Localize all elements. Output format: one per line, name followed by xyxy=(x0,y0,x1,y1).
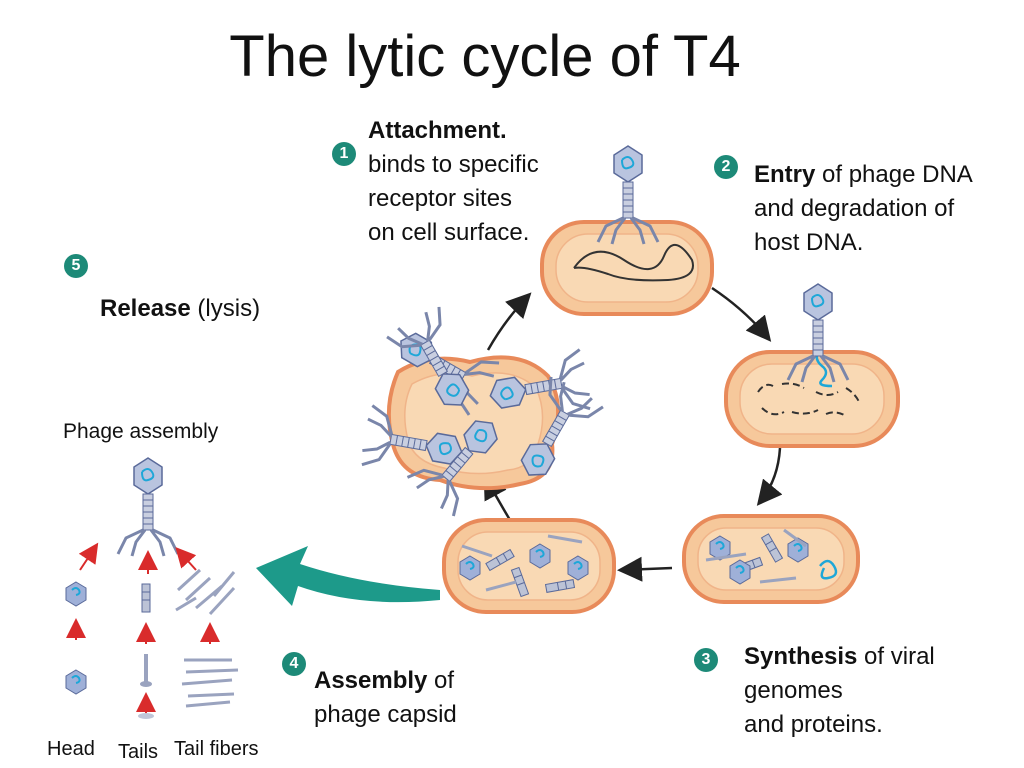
step-3-title-rest: of viral xyxy=(857,643,935,670)
step-1-title: Attachment. xyxy=(368,117,507,144)
step-2-text: Entry of phage DNA and degradation of ho… xyxy=(754,158,973,260)
step-4-title-rest: of xyxy=(427,667,455,694)
page-title: The lytic cycle of T4 xyxy=(229,24,741,89)
step-4-badge: 4 xyxy=(282,652,306,676)
label-tail-fibers: Tail fibers xyxy=(174,738,259,760)
cycle-arrow-3-4 xyxy=(617,556,673,582)
step-3-text: Synthesis of viral genomes and proteins. xyxy=(744,640,935,742)
step-1-line-3: on cell surface. xyxy=(368,219,530,246)
step-3-line-2: and proteins. xyxy=(744,711,883,738)
step-3-line-1: genomes xyxy=(744,677,843,704)
assembly-panel-graphics xyxy=(65,456,239,719)
label-tails: Tails xyxy=(118,741,159,763)
cycle-arrow-2-3 xyxy=(756,447,783,506)
step-2-badge: 2 xyxy=(714,155,738,179)
cell-entry xyxy=(724,282,900,448)
step-3-badge: 3 xyxy=(694,648,718,672)
cell-synthesis xyxy=(682,514,860,604)
big-arrow-to-assembly xyxy=(256,546,440,606)
step-1-line-1: binds to specific xyxy=(368,151,539,178)
step-2-line-1: and degradation of xyxy=(754,195,955,222)
step-4-title: Assembly xyxy=(314,667,428,694)
step-4-line-1: phage capsid xyxy=(314,701,457,728)
step-5-badge: 5 xyxy=(64,254,88,278)
cell-assembly xyxy=(442,518,616,614)
cycle-arrow-1-2 xyxy=(711,286,772,342)
step-4-text: Assembly of phage capsid xyxy=(314,664,457,732)
step-2-title: Entry xyxy=(754,161,816,188)
cell-release xyxy=(358,303,606,520)
step-5-text: Release (lysis) xyxy=(100,292,260,326)
step-2-title-rest: of phage DNA xyxy=(815,161,973,188)
step-5-title-rest: (lysis) xyxy=(190,295,261,322)
step-1-badge: 1 xyxy=(332,142,356,166)
label-head: Head xyxy=(47,738,95,760)
step-3-title: Synthesis xyxy=(744,643,858,670)
step-1-text: Attachment. binds to specific receptor s… xyxy=(368,114,539,250)
step-2-line-2: host DNA. xyxy=(754,229,864,256)
cycle-arrow-5-1 xyxy=(486,292,532,351)
cell-attachment xyxy=(540,144,714,316)
phage-assembly-heading: Phage assembly xyxy=(63,420,219,443)
step-1-line-2: receptor sites xyxy=(368,185,513,212)
step-5-title: Release xyxy=(100,295,191,322)
